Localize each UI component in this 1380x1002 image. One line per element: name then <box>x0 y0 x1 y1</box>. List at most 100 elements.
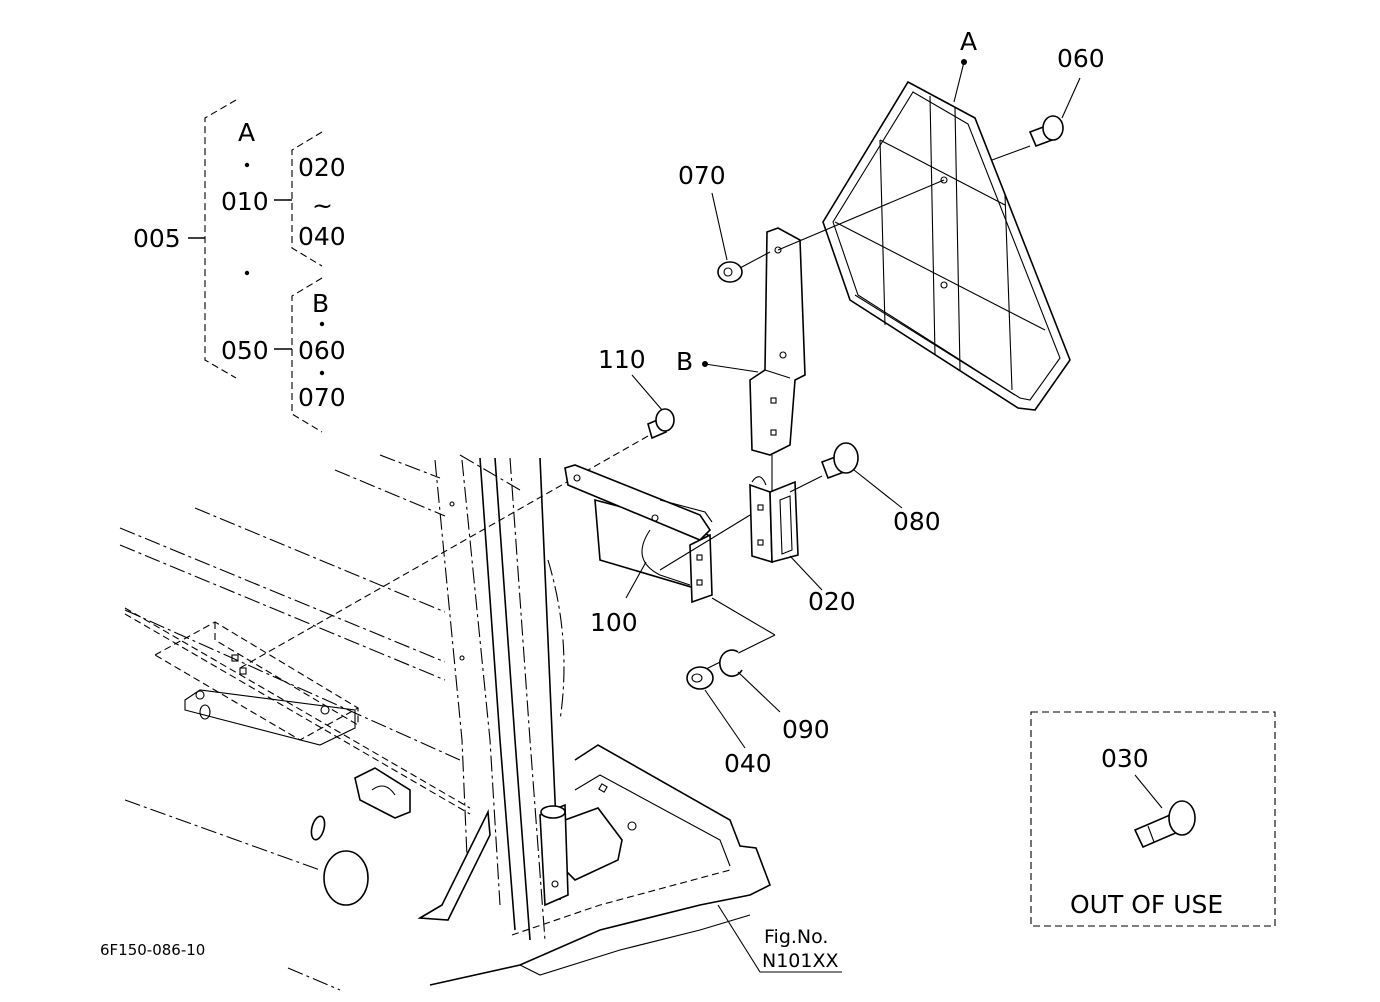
bolt-030-leader <box>1134 774 1163 809</box>
tree-label-060: 060 <box>298 336 346 365</box>
stay-fold <box>764 369 791 379</box>
out-of-use-label: OUT OF USE <box>1070 890 1223 919</box>
frame-line-8 <box>379 454 441 479</box>
washer-090-body <box>719 649 743 677</box>
bracket-100-curve <box>641 529 691 586</box>
bracket-020-sq-2 <box>757 539 764 546</box>
stay-hole-top <box>774 246 782 254</box>
mount-slot <box>199 704 211 720</box>
mount-sq-2 <box>239 667 247 675</box>
callout-090: 090 <box>782 715 830 744</box>
bolt-060-head <box>1042 115 1064 141</box>
grille-v3 <box>879 139 886 326</box>
base-plate <box>429 744 772 986</box>
bolt-060-leader <box>1061 77 1081 119</box>
frame-line-1 <box>119 527 446 663</box>
machine-frame <box>119 454 772 991</box>
callout-060: 060 <box>1057 44 1105 73</box>
nut-040-body <box>686 666 714 690</box>
pillar-hole-2 <box>459 655 465 661</box>
pillar-post-1 <box>479 457 516 931</box>
frame-line-3 <box>194 507 446 613</box>
bolt-080-head <box>833 442 859 474</box>
bolt-030-head <box>1168 800 1196 836</box>
grille-v1 <box>929 95 936 356</box>
frame-oval-hole <box>310 815 326 841</box>
nut-070-leader <box>711 192 728 261</box>
grille-guard <box>822 59 1071 411</box>
bracket-100-axis <box>659 511 756 571</box>
tree-dot-4 <box>319 370 325 376</box>
stay-sq-2 <box>770 429 777 436</box>
stay-upper <box>749 227 806 456</box>
bracket-020-sq-1 <box>757 504 764 511</box>
fig-no-leader <box>717 904 761 973</box>
tree-label-tilde: ~ <box>312 191 333 220</box>
base-plate-dash <box>511 869 731 936</box>
hinge-hole <box>551 880 559 888</box>
bracket-100-sq-1 <box>696 554 703 561</box>
frame-rail <box>124 607 471 809</box>
callout-b: B <box>676 347 693 376</box>
washer-090-leader <box>737 671 781 713</box>
callout-110: 110 <box>598 345 646 374</box>
bracket-020-lip <box>751 476 767 486</box>
grille-inner <box>832 91 1061 401</box>
base-hole-2 <box>627 821 637 831</box>
tree-label-070: 070 <box>298 383 346 412</box>
bracket-100-side <box>689 533 713 604</box>
tree-label-010: 010 <box>221 187 269 216</box>
bracket-020-body <box>749 483 773 564</box>
frame-big-hole <box>323 850 369 906</box>
callout-a: A <box>960 27 977 56</box>
frame-rail-2 <box>124 613 471 815</box>
tree-dot-2 <box>244 270 250 276</box>
base-plate-lower <box>519 914 751 976</box>
frame-line-2 <box>119 544 446 681</box>
bolt-060 <box>991 77 1081 161</box>
bracket-020 <box>749 476 823 591</box>
mount-plate-ghost <box>153 621 360 741</box>
bracket-100-leader <box>625 561 647 599</box>
frame-line-4 <box>334 469 446 517</box>
stay-bracket <box>702 179 945 500</box>
nut-070-hole <box>723 267 733 277</box>
fig-no-label: Fig.No. <box>764 926 828 948</box>
tree-label-020: 020 <box>298 153 346 182</box>
stay-b-leader <box>704 363 759 373</box>
small-bracket <box>354 767 411 819</box>
tree-label-a: A <box>238 118 255 147</box>
frame-line-7 <box>287 967 341 991</box>
grille-outer <box>822 80 1071 411</box>
frame-line-5 <box>124 609 461 761</box>
nut-070 <box>711 192 771 283</box>
fig-no-value: N101XX <box>762 950 839 972</box>
tree-label-050: 050 <box>221 336 269 365</box>
base-hole-1 <box>598 783 608 793</box>
callout-labels: A 060 070 110 B 080 020 100 090 040 <box>590 27 1105 778</box>
bolt-110-head <box>655 408 675 432</box>
base-plate-inner <box>574 774 731 867</box>
out-of-use-box: 030 OUT OF USE <box>1030 711 1276 927</box>
nut-070-body <box>717 261 743 283</box>
bracket-020-channel <box>779 495 793 555</box>
bracket-100-sq-2 <box>696 579 703 586</box>
figure-code: 6F150-086-10 <box>100 941 205 959</box>
bolt-080-axis <box>789 475 823 493</box>
grille-a-leader <box>953 61 965 103</box>
grille-h1 <box>879 139 1006 206</box>
tree-label-005: 005 <box>133 224 181 253</box>
bracket-020-leader <box>789 555 823 591</box>
fig-no-tag: Fig.No. N101XX <box>717 904 842 973</box>
tree-label-b: B <box>312 289 329 318</box>
grille-h3 <box>854 294 1016 396</box>
nut-040 <box>686 666 746 749</box>
stay-hole-mid <box>779 351 787 359</box>
mount-hole-1 <box>195 690 205 700</box>
bolt-030-thread <box>1147 825 1155 843</box>
callout-020: 020 <box>808 587 856 616</box>
mount-hole-2 <box>320 705 330 715</box>
pillar-left-outer <box>434 459 469 881</box>
bracket-100-hole-2 <box>651 514 659 522</box>
